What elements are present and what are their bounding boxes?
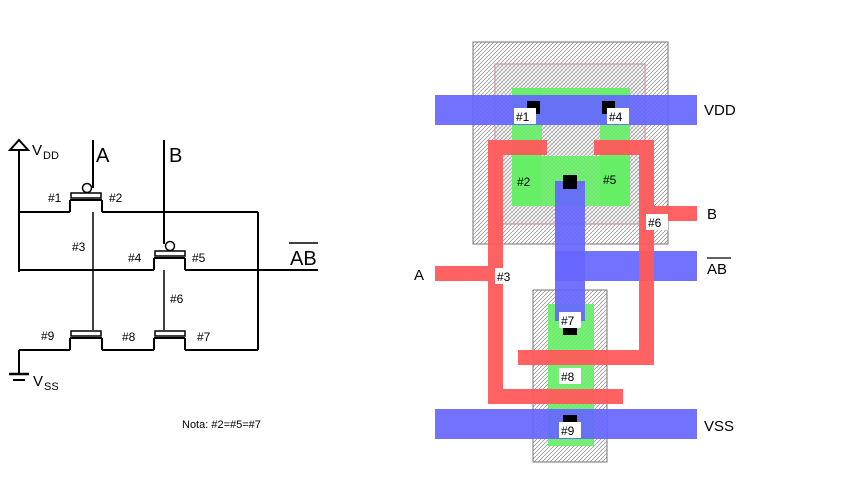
layout-t1-label: #1 (516, 110, 530, 124)
output-label: AB (290, 248, 317, 270)
layout-labels: #1 #4 #2 #5 #6 #3 #7 #8 #9 VDD VSS B A A… (414, 102, 736, 438)
t6-label: #6 (170, 292, 184, 306)
t9-label: #9 (41, 329, 55, 343)
pmos-t1-bubble-icon (81, 182, 93, 194)
vdd-label: V (32, 142, 42, 159)
pmos-t4-bubble-icon (164, 240, 176, 252)
output-metal-horizontal (555, 251, 697, 281)
vss-label: V (33, 373, 43, 390)
t3-label: #3 (72, 240, 86, 254)
layout-t6-label: #6 (648, 216, 662, 230)
layout-t8-label: #8 (561, 370, 575, 384)
schematic (7, 138, 318, 381)
layout-t4-label: #4 (609, 110, 623, 124)
contact-output (563, 175, 577, 189)
pmos-t1-gate (70, 192, 102, 199)
t4-label: #4 (128, 251, 142, 265)
contacts (527, 101, 615, 423)
t7-label: #7 (197, 330, 211, 344)
input-a-label: A (96, 145, 110, 167)
layout-vss-label: VSS (704, 418, 734, 435)
layout (435, 41, 697, 463)
t1-label: #1 (48, 191, 62, 205)
layout-vdd-label: VDD (704, 102, 736, 119)
nmos-t7-gate (154, 330, 186, 337)
pmos-t4-gate (154, 250, 186, 257)
schematic-labels: V DD A B #1 #2 #3 #4 #5 #6 #9 #8 #7 AB V… (32, 142, 317, 431)
vdd-sub-label: DD (43, 150, 59, 162)
contact-t7 (563, 327, 577, 335)
t8-label: #8 (122, 330, 136, 344)
layout-t3-label: #3 (497, 270, 511, 284)
layout-input-a-label: A (414, 267, 424, 284)
layout-t9-label: #9 (561, 424, 575, 438)
layout-t5-label: #5 (603, 173, 617, 187)
note-text: Nota: #2=#5=#7 (182, 419, 261, 431)
layout-output-label: AB (707, 261, 727, 278)
contact-t9 (563, 415, 577, 423)
nmos-t9-gate (70, 330, 102, 337)
layout-t2-label: #2 (517, 175, 531, 189)
layout-t7-label: #7 (561, 314, 575, 328)
vdd-arrow-icon (7, 138, 31, 151)
input-b-label: B (169, 145, 182, 167)
t2-label: #2 (109, 191, 123, 205)
vss-sub-label: SS (44, 381, 59, 393)
layout-input-b-label: B (707, 206, 717, 223)
t5-label: #5 (192, 251, 206, 265)
vdd-metal-rail (435, 95, 697, 125)
